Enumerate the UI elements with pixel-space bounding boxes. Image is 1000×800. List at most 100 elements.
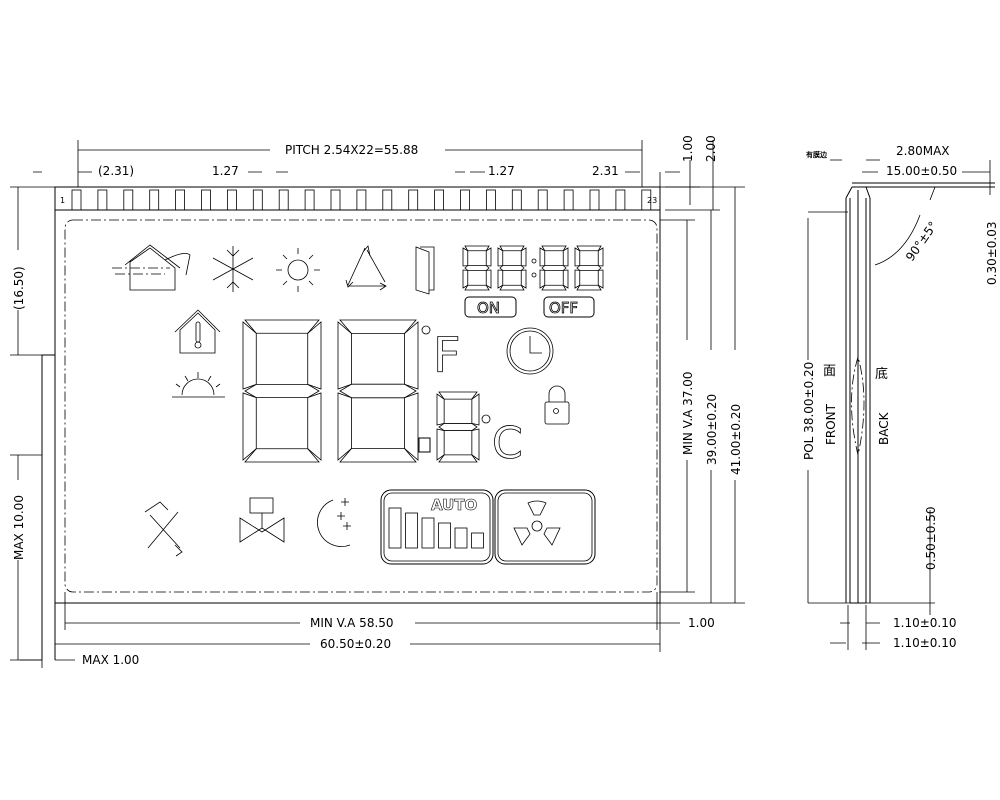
lead-length-label: 15.00±0.50 — [886, 164, 957, 178]
digit-segment — [499, 245, 525, 252]
digit-segment — [403, 321, 419, 390]
side-polarizer-ellipse — [851, 356, 865, 456]
digit-segment — [436, 428, 445, 461]
thickness-max-label: 2.80MAX — [896, 144, 950, 158]
left-height-label: (16.50) — [12, 266, 26, 310]
time-digit — [497, 245, 527, 291]
digit-segment — [244, 448, 320, 463]
fan-speed-frame — [380, 489, 494, 565]
front-view: 1 23 PITCH 2.54X22=55.88 (2.31) 1.27 1.2… — [10, 135, 745, 668]
sleep-mode-icon — [317, 498, 351, 547]
right-margin-label: 1.00 — [688, 616, 715, 630]
digit-segment — [339, 447, 417, 463]
digit-segment — [242, 392, 257, 461]
auto-label: AUTO — [431, 496, 477, 514]
back-label: BACK — [877, 411, 891, 445]
glass-front-label: 1.10±0.10 — [893, 616, 957, 630]
digit-segment — [520, 247, 527, 267]
valve-icon — [239, 497, 285, 543]
pin — [434, 189, 445, 211]
digit-segment — [497, 269, 504, 289]
digit-segment — [438, 423, 478, 431]
side-dim-lines — [807, 159, 991, 650]
digit-segment — [562, 247, 569, 267]
clock-icon — [506, 327, 554, 375]
pin — [252, 189, 263, 211]
fan-speed-bar — [388, 507, 402, 549]
total-height-label: 41.00±0.20 — [729, 404, 743, 475]
digit-segment — [541, 284, 567, 291]
viewing-area — [64, 219, 658, 593]
bottom-dim-lines — [20, 592, 680, 668]
bottom-gap-label: 0.50±0.50 — [924, 507, 938, 571]
pin-width-right-label: 1.27 — [488, 164, 515, 178]
pin — [485, 189, 496, 211]
digit-segment — [597, 247, 604, 267]
fan-speed-frame-inner — [383, 492, 491, 562]
fan-frame-inner — [497, 492, 593, 562]
digit-segment — [436, 393, 445, 426]
temp-digit — [242, 319, 322, 463]
lock-icon — [544, 385, 570, 425]
off-badge — [543, 296, 595, 318]
digit-segment — [541, 265, 567, 271]
va-width-label: MIN V.A 58.50 — [310, 616, 394, 630]
pin — [123, 189, 134, 211]
digit-segment — [339, 319, 417, 335]
fan-speed-bar — [438, 522, 451, 549]
side-view: 有膜边 2.80MAX 15.00±0.50 90°±5° 0.30±0.03 … — [802, 144, 999, 650]
total-width-label: 60.50±0.20 — [320, 637, 391, 651]
va-height-label: MIN V.A 37.00 — [681, 371, 695, 455]
recycle-mode-icon — [345, 245, 387, 291]
decimal-point — [418, 437, 431, 453]
lead-thickness-label: 0.30±0.03 — [985, 222, 999, 286]
digit-segment — [574, 269, 581, 289]
left-max-width-label: MAX 1.00 — [82, 653, 139, 667]
pin — [408, 189, 419, 211]
digit-segment — [464, 284, 490, 291]
angle-label: 90°±5° — [903, 219, 940, 264]
pol-height-label: POL 38.00±0.20 — [802, 362, 816, 460]
right-dim-lines — [660, 186, 745, 604]
pin — [175, 189, 186, 211]
side-glass-front — [845, 190, 871, 604]
off-label: OFF — [549, 299, 578, 317]
digit-segment — [337, 392, 353, 461]
digit-segment — [339, 383, 417, 399]
fan-speed-bar — [454, 527, 468, 549]
digit-segment — [499, 284, 525, 291]
digit-segment — [597, 269, 604, 289]
digit-segment — [337, 321, 353, 390]
digit-segment — [438, 391, 478, 400]
pitch-label: PITCH 2.54X22=55.88 — [285, 143, 418, 157]
back-cn-label: 底 — [875, 366, 888, 382]
digit-segment — [244, 319, 320, 334]
fan-speed-bar — [421, 517, 435, 549]
indoor-temp-house-icon — [174, 309, 221, 354]
temp-decimal-digit — [436, 391, 480, 463]
unit-c-label: C — [492, 418, 523, 469]
unit-f-label: F — [433, 328, 461, 384]
pin-last-label: 23 — [647, 196, 657, 205]
digit-segment — [576, 284, 602, 291]
digit-segment — [520, 269, 527, 289]
pin — [356, 189, 367, 211]
heating-house-icon — [112, 244, 191, 291]
pin — [563, 189, 574, 211]
maintenance-tools-icon — [144, 501, 183, 557]
pin — [641, 189, 652, 211]
digit-segment — [485, 247, 492, 267]
sunrise-icon — [172, 372, 225, 398]
left-offset-label: (2.31) — [98, 164, 134, 178]
digit-segment — [485, 269, 492, 289]
pin-first-label: 1 — [60, 196, 65, 205]
top-margin-label: 1.00 — [681, 135, 695, 162]
fan-icon — [513, 500, 561, 546]
pin — [304, 189, 315, 211]
digit-segment — [242, 321, 257, 390]
pin — [537, 189, 548, 211]
top-dim-lines — [33, 140, 720, 211]
digit-segment — [471, 428, 480, 461]
fan-frame — [494, 489, 596, 565]
on-badge — [464, 296, 517, 318]
